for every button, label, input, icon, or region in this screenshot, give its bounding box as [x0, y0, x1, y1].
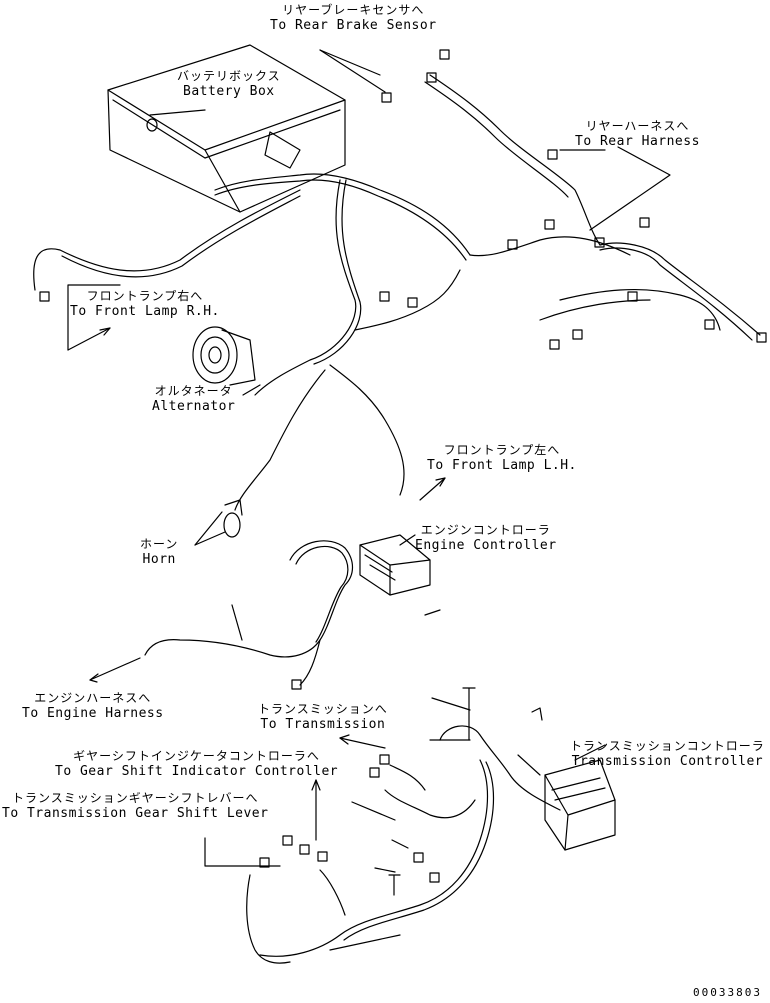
label-jp: リヤーブレーキセンサへ	[282, 3, 425, 17]
connectors	[39, 49, 767, 883]
label-en: Engine Controller	[415, 538, 557, 553]
label-jp: リヤーハーネスへ	[585, 119, 690, 133]
alternator-shape	[192, 326, 256, 386]
label-jp: ギヤーシフトインジケータコントローラへ	[73, 749, 320, 763]
drawing-code: 00033803	[693, 986, 762, 999]
label-en: To Rear Brake Sensor	[270, 18, 437, 33]
label-gear-shift-lever: トランスミッションギヤーシフトレバーへ To Transmission Gear…	[2, 790, 268, 822]
label-en: To Transmission	[260, 717, 386, 732]
label-jp: トランスミッションへ	[258, 702, 388, 716]
label-jp: エンジンハーネスへ	[34, 691, 152, 705]
label-jp: オルタネータ	[154, 384, 233, 398]
transmission-controller-shape	[544, 759, 616, 851]
label-en: To Front Lamp L.H.	[427, 458, 577, 473]
label-rear-harness: リヤーハーネスへ To Rear Harness	[575, 118, 700, 150]
label-alternator: オルタネータ Alternator	[152, 383, 235, 415]
label-front-lamp-rh: フロントランプ右へ To Front Lamp R.H.	[70, 288, 220, 320]
label-en: Alternator	[152, 399, 236, 414]
leaders	[67, 49, 671, 951]
label-engine-controller: エンジンコントローラ Engine Controller	[415, 522, 557, 554]
label-en: Horn	[142, 552, 176, 567]
label-gear-shift-indicator: ギヤーシフトインジケータコントローラへ To Gear Shift Indica…	[55, 748, 338, 780]
label-en: To Transmission Gear Shift Lever	[2, 806, 269, 821]
label-transmission: トランスミッションへ To Transmission	[258, 701, 388, 733]
label-jp: フロントランプ右へ	[86, 289, 204, 303]
label-rear-brake-sensor: リヤーブレーキセンサへ To Rear Brake Sensor	[270, 2, 437, 34]
label-jp: トランスミッションギヤーシフトレバーへ	[11, 791, 259, 805]
label-horn: ホーン Horn	[140, 536, 178, 568]
label-engine-harness: エンジンハーネスへ To Engine Harness	[22, 690, 164, 722]
label-transmission-controller: トランスミッションコントローラ Transmission Controller	[570, 738, 765, 770]
label-jp: バッテリボックス	[177, 69, 281, 83]
label-en: To Front Lamp R.H.	[70, 304, 220, 319]
label-en: To Engine Harness	[22, 706, 164, 721]
label-en: To Gear Shift Indicator Controller	[55, 764, 339, 779]
label-jp: ホーン	[140, 537, 179, 551]
label-en: To Rear Harness	[575, 134, 700, 149]
label-battery-box: バッテリボックス Battery Box	[177, 68, 281, 100]
label-front-lamp-lh: フロントランプ左へ To Front Lamp L.H.	[427, 442, 577, 474]
bolts	[388, 687, 543, 896]
label-jp: エンジンコントローラ	[420, 523, 551, 537]
battery-box-shape	[107, 44, 346, 213]
engine-harness	[144, 540, 354, 686]
label-en: Transmission Controller	[571, 754, 764, 769]
engine-controller-shape	[359, 534, 431, 596]
label-en: Battery Box	[183, 84, 275, 99]
label-jp: トランスミッションコントローラ	[570, 739, 765, 753]
label-jp: フロントランプ左へ	[443, 443, 561, 457]
horn-shape	[223, 499, 243, 538]
transmission-harness	[246, 725, 561, 964]
